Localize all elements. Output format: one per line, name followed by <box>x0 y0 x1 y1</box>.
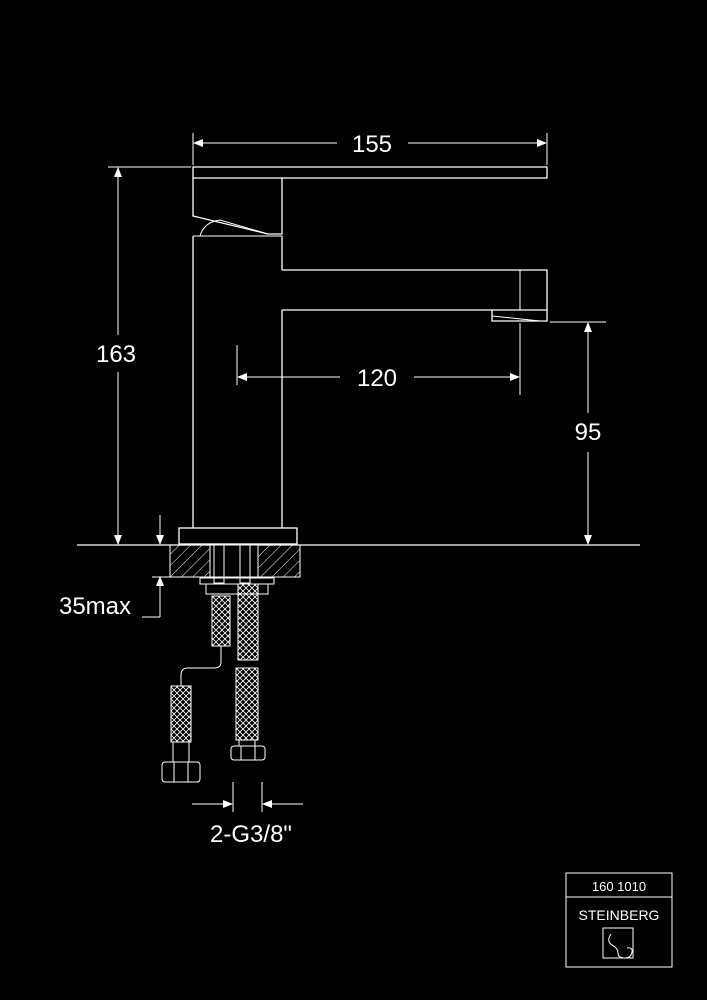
right-ferrule <box>238 739 256 747</box>
threaded-stud <box>213 544 225 584</box>
title-block-frame <box>565 872 673 968</box>
handle-chamfer <box>199 219 269 237</box>
left-fitting <box>172 741 190 763</box>
faucet-body <box>178 166 548 545</box>
column <box>192 236 283 528</box>
brand-name: STEINBERG <box>579 907 660 923</box>
aerator-tip <box>491 315 541 322</box>
dim-spout-height: 95 <box>550 321 606 545</box>
mounting-hole <box>209 544 259 578</box>
dim-spout-height-label: 95 <box>575 419 602 446</box>
supply-hoses <box>161 544 275 783</box>
right-nut <box>230 745 266 761</box>
counter <box>77 544 640 578</box>
title-block: 160 1010 STEINBERG <box>565 872 673 968</box>
dim-deck-label: 35max <box>59 593 131 620</box>
aerator <box>491 310 548 322</box>
lever-outline <box>192 166 548 179</box>
dim-deck: 35max <box>59 515 172 620</box>
dim-connection-label: 2-G3/8" <box>210 821 292 848</box>
article-number: 160 1010 <box>592 879 646 894</box>
brand-logo-mark <box>608 933 633 959</box>
left-hose-lower <box>170 685 192 743</box>
mounting-nut <box>205 583 269 595</box>
right-hose-upper <box>237 583 259 661</box>
right-hose-lower <box>235 667 259 741</box>
dim-connection: 2-G3/8" <box>192 782 303 848</box>
left-hose-upper <box>211 595 231 647</box>
mounting-washer <box>199 577 275 585</box>
brand-logo-frame <box>602 927 634 959</box>
brand-logo-icon <box>602 927 634 959</box>
dim-height-label: 163 <box>96 341 136 368</box>
center-stud <box>239 544 251 584</box>
dim-width: 155 <box>192 131 548 165</box>
dim-height: 163 <box>96 166 191 545</box>
dim-reach: 120 <box>236 323 521 395</box>
spout <box>282 269 548 311</box>
dim-width-label: 155 <box>352 131 392 158</box>
base-plate <box>178 527 298 545</box>
left-nut <box>161 761 201 783</box>
dim-reach-label: 120 <box>357 365 397 392</box>
left-hose-bend <box>180 646 222 686</box>
